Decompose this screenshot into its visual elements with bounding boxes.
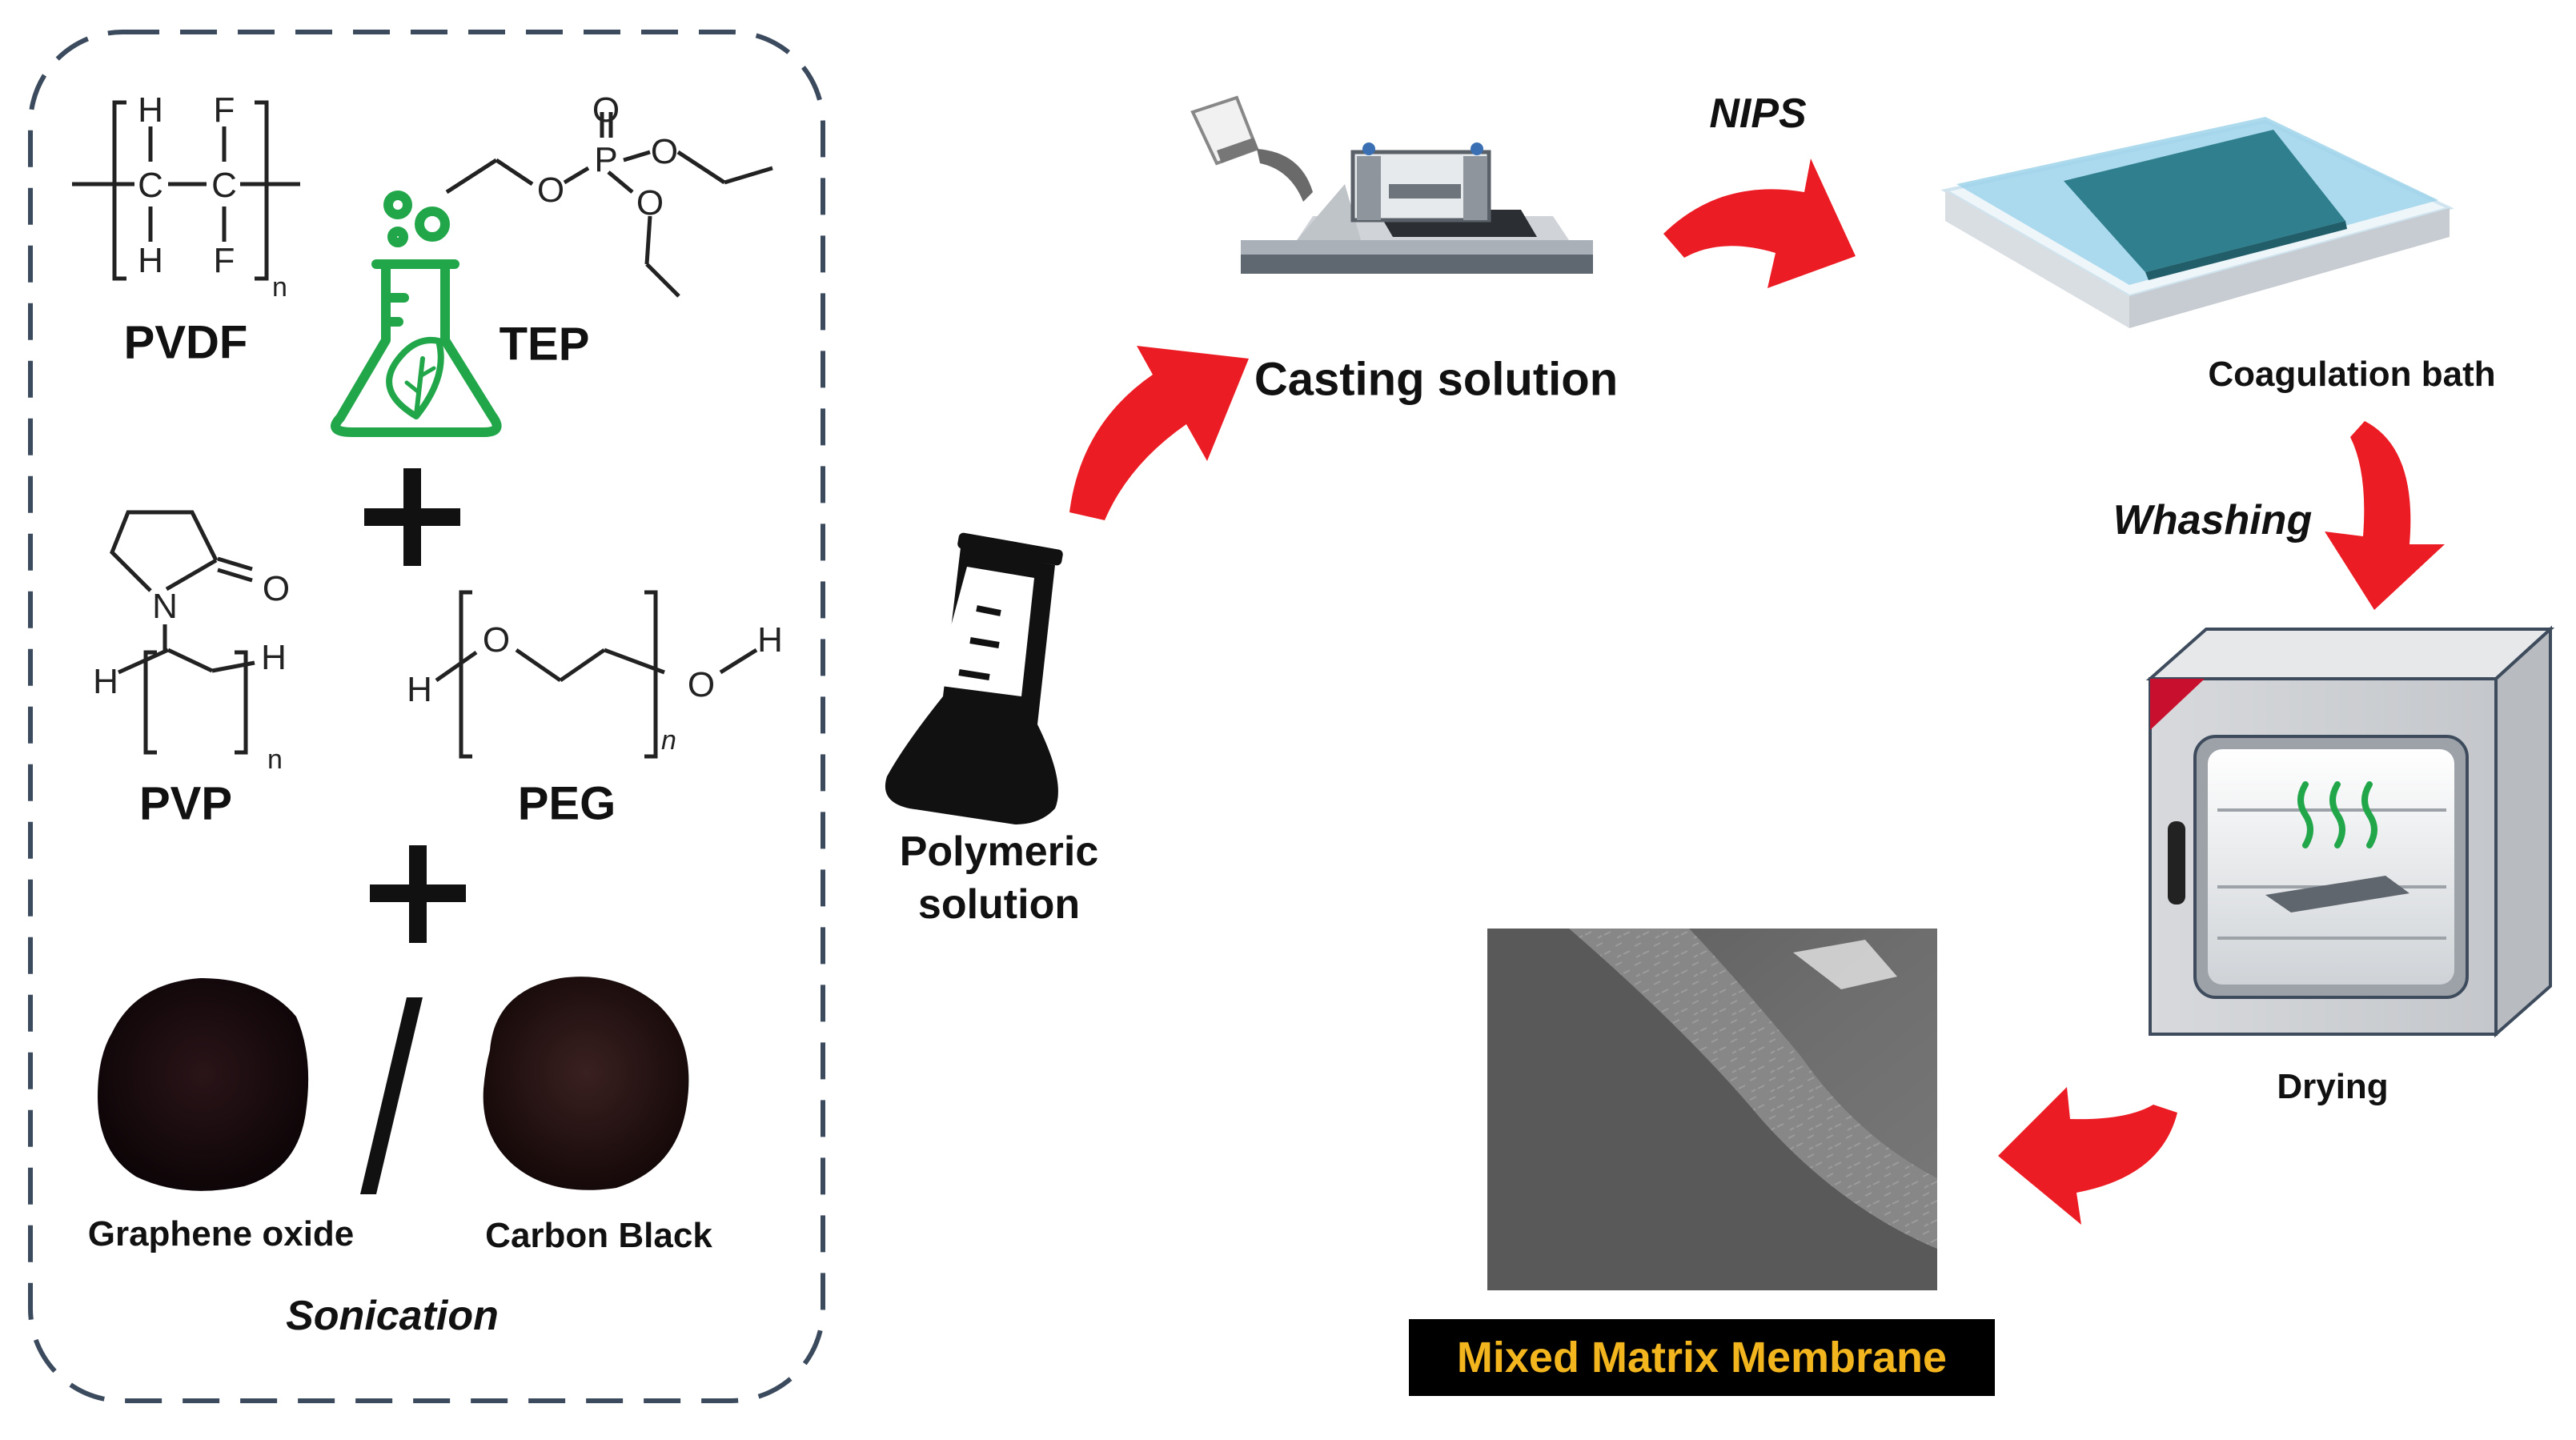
arrow-to-result (1998, 1087, 2177, 1225)
pvp-atom-o: O (262, 569, 291, 608)
washing-label: Whashing (2113, 497, 2313, 544)
nips-label: NIPS (1709, 90, 1807, 137)
result-box: Mixed Matrix Membrane (1409, 1319, 1995, 1396)
carbon-black-powder (483, 977, 689, 1190)
pvdf-atom-h-top: H (138, 90, 163, 130)
pvdf-structure (72, 100, 300, 281)
pvdf-repeat-n: n (272, 272, 287, 303)
pvdf-atom-c1: C (138, 166, 163, 205)
arrow-nips (1663, 158, 1856, 288)
pvp-atom-h-right: H (261, 638, 287, 677)
carbon-black-label: Carbon Black (485, 1216, 712, 1255)
polymeric-solution-line1: Polymeric (899, 828, 1099, 875)
peg-structure (435, 590, 758, 759)
casting-machine-icon (1190, 95, 1593, 274)
tep-atom-o-top: O (592, 90, 620, 130)
sem-image (1487, 929, 1937, 1290)
tep-atom-o-left: O (536, 170, 565, 210)
tep-atom-o-bottom: O (636, 183, 664, 223)
tep-structure (445, 112, 773, 298)
arrow-to-casting (1069, 346, 1249, 520)
casting-solution-label: Casting solution (1254, 353, 1619, 406)
sonication-label: Sonication (286, 1293, 499, 1339)
flask-leaf-icon (331, 191, 502, 437)
peg-atom-h-right: H (757, 620, 783, 660)
coagulation-bath-label: Coagulation bath (2208, 355, 2496, 394)
pvdf-atom-f-top: F (213, 90, 235, 130)
peg-atom-h-left: H (407, 670, 432, 709)
graphene-oxide-label: Graphene oxide (87, 1214, 355, 1253)
tep-atom-p: P (594, 140, 618, 179)
pvp-label: PVP (138, 777, 233, 830)
pvdf-atom-c2: C (211, 166, 237, 205)
peg-atom-o-left: O (482, 620, 511, 660)
polymeric-solution-line2: solution (917, 881, 1081, 928)
erlenmeyer-flask-icon (885, 532, 1063, 824)
tep-label: TEP (499, 318, 590, 371)
peg-atom-o-right: O (687, 665, 716, 704)
slash (360, 997, 423, 1194)
pvp-atom-h-left: H (93, 662, 118, 701)
peg-repeat-n: n (661, 725, 676, 756)
pvp-structure (110, 510, 255, 755)
tep-atom-o-right: O (650, 132, 679, 171)
coagulation-bath-icon (1940, 117, 2454, 328)
pvp-repeat-n: n (267, 744, 283, 775)
drying-label: Drying (2277, 1067, 2389, 1106)
red-arrows (1069, 158, 2445, 1225)
pvdf-label: PVDF (123, 316, 248, 369)
arrow-washing (2325, 421, 2445, 610)
pvp-atom-n: N (152, 587, 178, 626)
pvdf-atom-f-bottom: F (213, 241, 235, 280)
plus-signs (364, 468, 466, 943)
graphene-oxide-powder (98, 978, 309, 1191)
ingredients-dashed-border (28, 30, 825, 1403)
result-label: Mixed Matrix Membrane (1456, 1334, 1948, 1382)
pvdf-atom-h-bottom: H (138, 241, 163, 280)
peg-label: PEG (517, 777, 616, 830)
drying-oven-icon (2145, 625, 2555, 1038)
